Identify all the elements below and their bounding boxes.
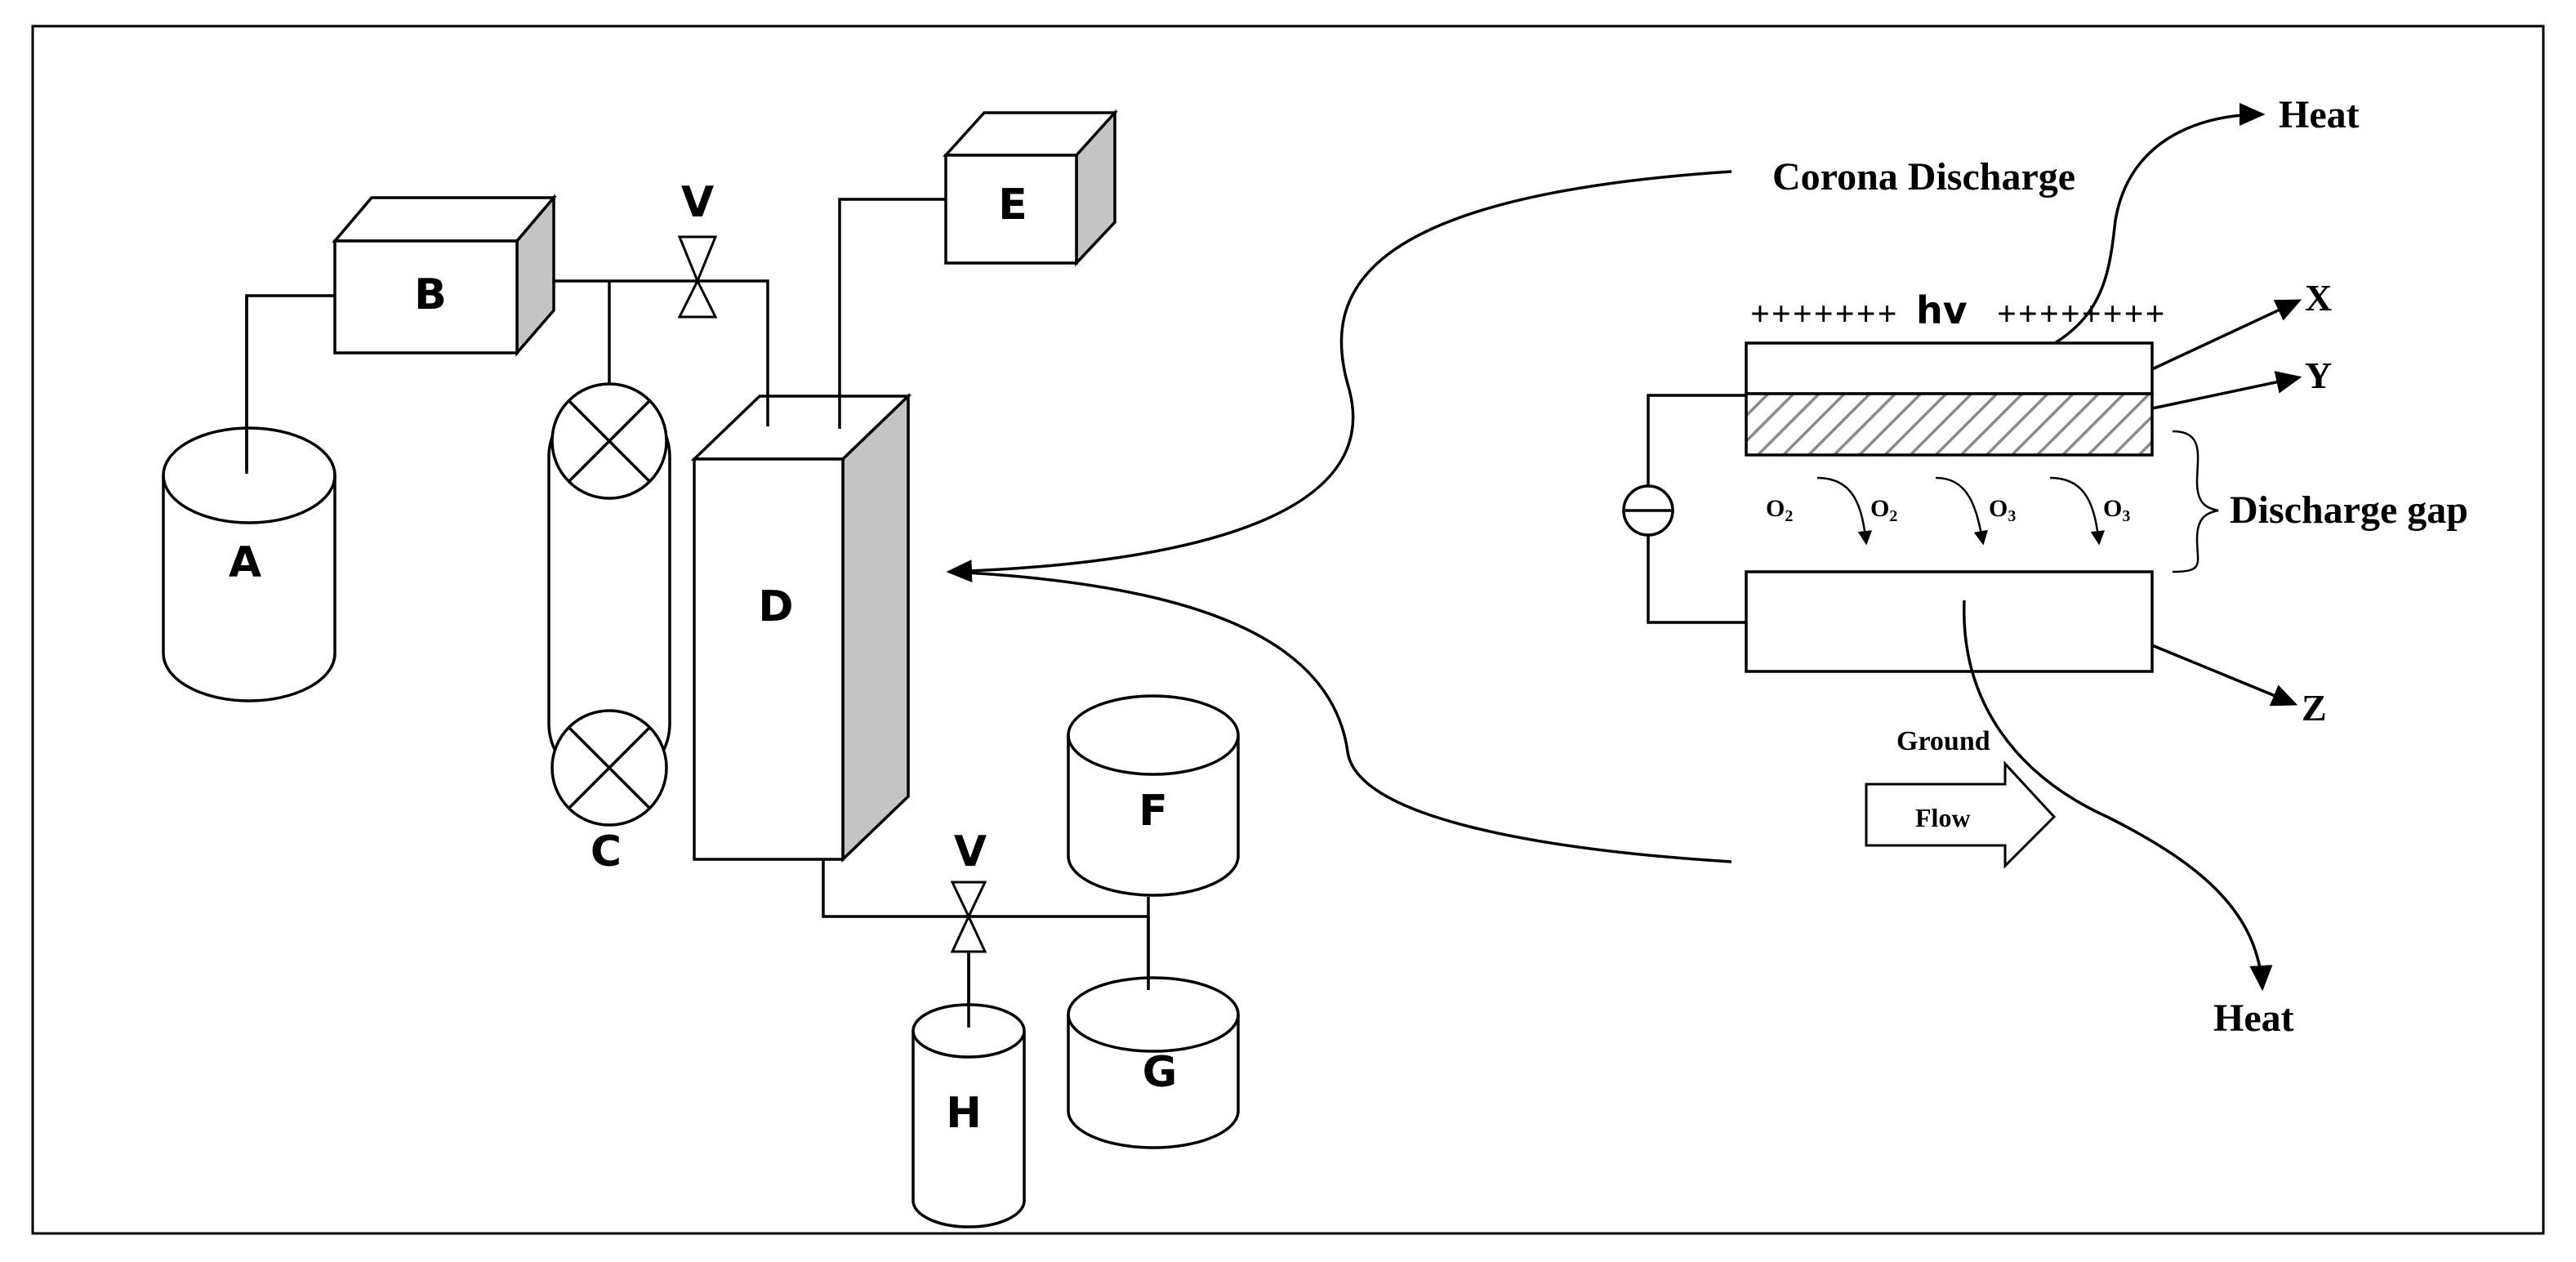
heat-arrow-top (1968, 103, 2266, 379)
oxygen-species: O2 O2 O3 O3 (1766, 495, 2130, 525)
callout-lines (946, 170, 1732, 863)
discharge-gap-label: Discharge gap (2230, 488, 2468, 532)
charges-left: +++++++ (1750, 296, 1899, 333)
label-d: D (758, 582, 793, 631)
inset-title: Corona Discharge (1772, 155, 2075, 198)
label-h: H (946, 1089, 982, 1138)
label-e: E (998, 181, 1027, 230)
arrow-x (2151, 299, 2302, 371)
label-f: F (1139, 787, 1168, 836)
vessel-f (1067, 694, 1240, 897)
dielectric-y (1745, 392, 2154, 457)
column-c (547, 382, 671, 827)
electrode-x (1745, 341, 2154, 395)
discharge-gap-brace (2172, 430, 2219, 573)
arrow-y (2151, 371, 2302, 410)
oxygen-4: O3 (2103, 495, 2130, 525)
label-a: A (229, 538, 261, 587)
oxygen-2: O2 (1870, 495, 1897, 525)
oxygen-3: O3 (1989, 495, 2016, 525)
label-b: B (414, 270, 447, 319)
power-circuit (1622, 394, 1746, 624)
box-b (332, 194, 557, 357)
flow-arrow (1865, 760, 2057, 869)
vessel-g (1067, 916, 1240, 1149)
cylinder-h (911, 952, 1026, 1229)
heat-label-top: Heat (2279, 93, 2360, 136)
reaction-arrows (1816, 476, 2106, 546)
ground-label: Ground (1896, 726, 1990, 756)
flow-label: Flow (1915, 803, 1971, 832)
heat-label-bottom: Heat (2213, 997, 2294, 1040)
reactor-d (690, 392, 912, 863)
heat-arrow-bottom (1963, 600, 2273, 992)
arrow-z (2151, 644, 2298, 707)
figure-frame (31, 25, 2545, 1235)
label-y: Y (2305, 355, 2332, 396)
apparatus-labels: A B C D E F G H V V (229, 178, 1177, 1138)
oxygen-1: O2 (1766, 495, 1793, 525)
label-valve-bottom: V (954, 827, 987, 876)
charges-right: ++++++++ (1997, 296, 2166, 333)
label-x: X (2305, 277, 2332, 319)
label-valve-top: V (681, 178, 714, 227)
label-c: C (591, 827, 622, 876)
photon-label: hv (1916, 288, 1968, 332)
label-z: Z (2302, 687, 2327, 729)
valve-top (677, 235, 718, 319)
electrode-z (1745, 570, 2154, 673)
box-e (943, 109, 1118, 267)
label-g: G (1143, 1048, 1178, 1097)
vessel-a (162, 296, 336, 702)
